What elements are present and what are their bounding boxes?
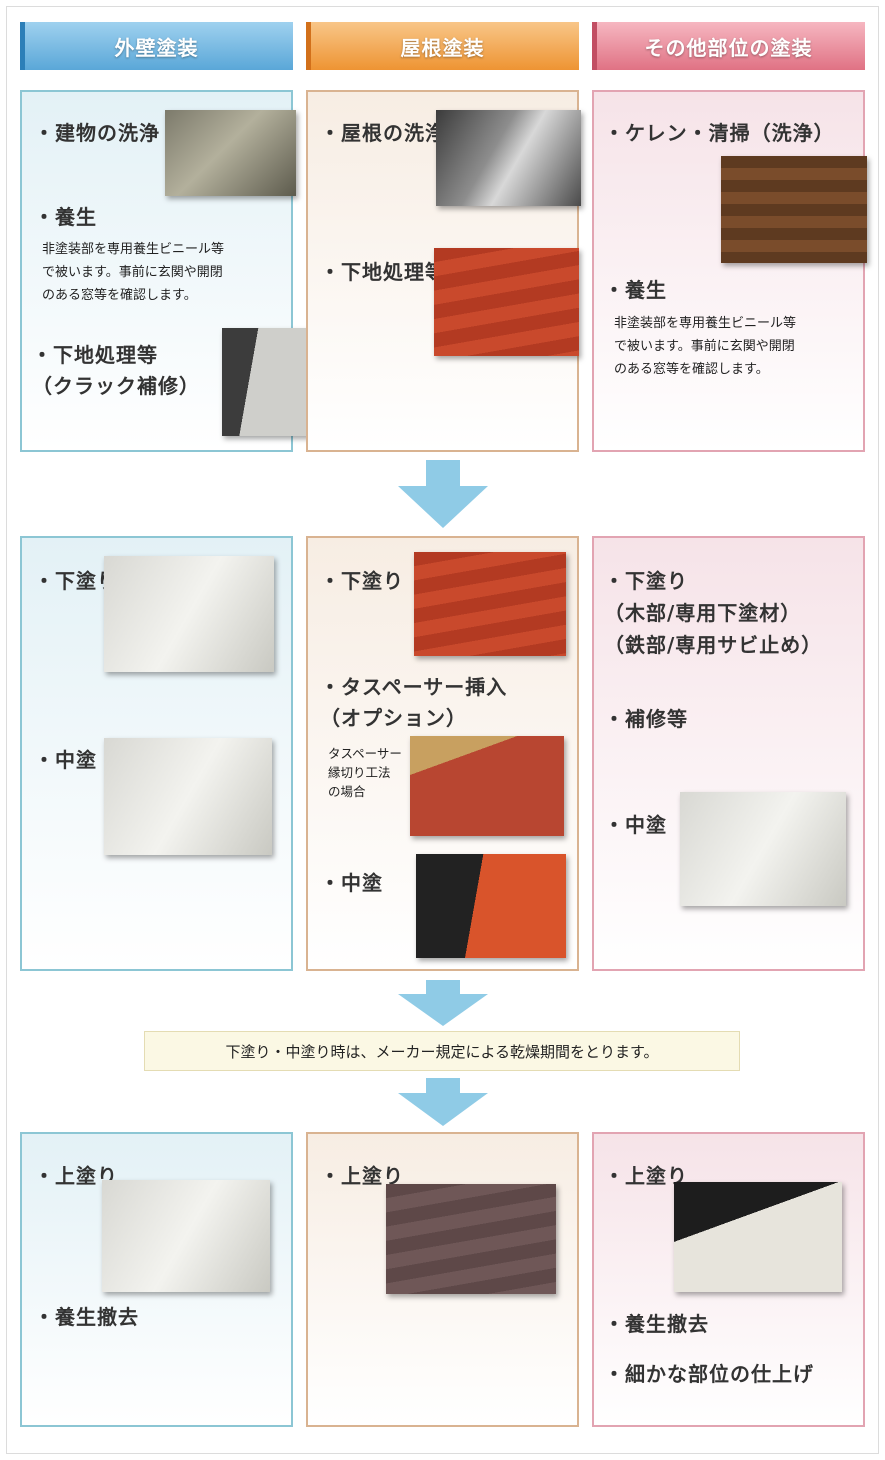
header-exterior-wall: 外壁塗装 [20, 22, 293, 70]
step-item: ・養生撤去 [604, 1312, 709, 1336]
down-arrow-icon [398, 980, 488, 1026]
header-other-parts: その他部位の塗装 [592, 22, 865, 70]
step-item: ・補修等 [604, 707, 688, 731]
step-item: ・下地処理等 [320, 260, 446, 284]
step-item: ・養生撤去 [34, 1305, 139, 1329]
description-line: 非塗装部を専用養生ビニール等 [614, 316, 797, 331]
step-item: ・細かな部位の仕上げ [604, 1362, 814, 1386]
header-accent [20, 22, 25, 70]
header-accent [592, 22, 597, 70]
step-item: ・タスペーサー挿入 [320, 675, 508, 699]
step-item: ・養生 [34, 205, 97, 229]
step-item: ・中塗 [604, 813, 667, 837]
photo-roof-topcoat [386, 1184, 556, 1294]
panel-roof-step1: ・屋根の洗浄 ・下地処理等 [306, 90, 581, 452]
photo-roof-middle-coat [416, 854, 566, 958]
header-label: 外壁塗装 [114, 35, 199, 60]
photo-eaves-topcoat [674, 1182, 842, 1292]
header-roof: 屋根塗装 [306, 22, 579, 70]
header-label: その他部位の塗装 [644, 35, 813, 60]
caption-line: タスペーサー [328, 746, 402, 761]
step-item: （クラック補修） [32, 374, 200, 398]
panel-wall-step1: ・建物の洗浄 ・養生 非塗装部を専用養生ビニール等 で被います。事前に玄関や開閉… [20, 90, 368, 452]
photo-other-middle-coat [680, 792, 846, 906]
drying-period-note: 下塗り・中塗り時は、メーカー規定による乾燥期間をとります。 [144, 1031, 740, 1071]
description-line: で被います。事前に玄関や開閉 [42, 265, 223, 280]
photo-roof-washing [436, 110, 581, 206]
panel-other-step2: ・下塗り （木部/専用下塗材） （鉄部/専用サビ止め） ・補修等 ・中塗 [592, 536, 865, 971]
description-line: 非塗装部を専用養生ビニール等 [42, 242, 225, 257]
panel-wall-step2: ・下塗り ・中塗 [20, 536, 293, 971]
caption-line: の場合 [328, 784, 366, 799]
photo-cleaning-wood [721, 156, 867, 263]
description-line: のある窓等を確認します。 [42, 288, 197, 303]
step-item: ・ケレン・清掃（洗浄） [604, 121, 835, 145]
step-item: ・下塗り [34, 569, 118, 593]
step-item: （木部/専用下塗材） [604, 601, 802, 625]
description-line: のある窓等を確認します。 [614, 362, 769, 377]
step-item: （オプション） [320, 706, 467, 730]
step-item: ・下塗り [320, 569, 404, 593]
step-item: ・中塗 [34, 748, 97, 772]
photo-roof-grinding [434, 248, 579, 356]
photo-wall-middle-coat [104, 738, 272, 855]
description-line: で被います。事前に玄関や開閉 [614, 339, 795, 354]
down-arrow-icon [398, 460, 488, 528]
header-label: 屋根塗装 [400, 35, 485, 60]
step-item: ・下塗り [604, 569, 688, 593]
step-item: ・上塗り [604, 1164, 688, 1188]
down-arrow-icon [398, 1078, 488, 1126]
photo-wall-topcoat [102, 1180, 270, 1292]
panel-roof-step3: ・上塗り [306, 1132, 579, 1427]
step-item: ・中塗 [320, 871, 383, 895]
photo-wall-undercoat [104, 556, 274, 672]
step-item: ・建物の洗浄 [34, 121, 160, 145]
step-item: ・屋根の洗浄 [320, 121, 446, 145]
panel-other-step1: ・ケレン・清掃（洗浄） ・養生 非塗装部を専用養生ビニール等 で被います。事前に… [592, 90, 867, 452]
caption-line: 縁切り工法 [328, 765, 391, 780]
header-accent [306, 22, 311, 70]
photo-wall-washing [165, 110, 296, 196]
panel-roof-step2: ・下塗り ・タスペーサー挿入 （オプション） タスペーサー 縁切り工法 の場合 … [306, 536, 579, 971]
step-item: ・下地処理等 [32, 343, 158, 367]
step-item: （鉄部/専用サビ止め） [604, 633, 823, 657]
note-text: 下塗り・中塗り時は、メーカー規定による乾燥期間をとります。 [225, 1042, 659, 1061]
photo-tasupeser-insertion [410, 736, 564, 836]
panel-other-step3: ・上塗り ・養生撤去 ・細かな部位の仕上げ [592, 1132, 865, 1427]
panel-wall-step3: ・上塗り ・養生撤去 [20, 1132, 293, 1427]
photo-roof-undercoat [414, 552, 566, 656]
step-item: ・養生 [604, 278, 667, 302]
